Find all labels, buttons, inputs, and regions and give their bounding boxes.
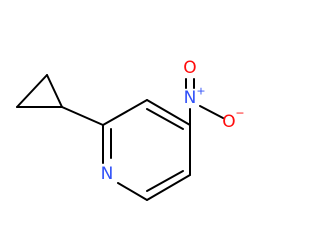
bond-c5-c6-inner bbox=[146, 170, 184, 192]
nitro-oxygen-right-charge: − bbox=[235, 107, 244, 120]
bond-c5-c6 bbox=[146, 174, 191, 201]
nitro-oxygen-right-label: O bbox=[222, 112, 235, 132]
bonds bbox=[16, 74, 224, 201]
bond-c6-n1 bbox=[117, 182, 148, 201]
structure-diagram: N N + O O − bbox=[16, 58, 245, 201]
pyridine-nitrogen-label: N bbox=[101, 164, 114, 184]
nitro-oxygen-top-label: O bbox=[183, 58, 196, 78]
bond-c3-c4-inner bbox=[146, 108, 184, 130]
bond-cp-c-a bbox=[46, 74, 63, 108]
bond-nitro-o-right bbox=[199, 105, 224, 119]
atom-labels: N N + O O − bbox=[101, 58, 245, 184]
bond-cp-a-b bbox=[16, 74, 48, 108]
bond-c2-c3 bbox=[102, 99, 148, 126]
bond-cp-c2 bbox=[61, 106, 104, 126]
molecule-canvas: N N + O O − bbox=[16, 58, 245, 201]
bond-c3-c4 bbox=[146, 99, 191, 126]
nitro-nitrogen-charge: + bbox=[196, 85, 205, 98]
nitro-nitrogen-label: N bbox=[184, 88, 197, 108]
